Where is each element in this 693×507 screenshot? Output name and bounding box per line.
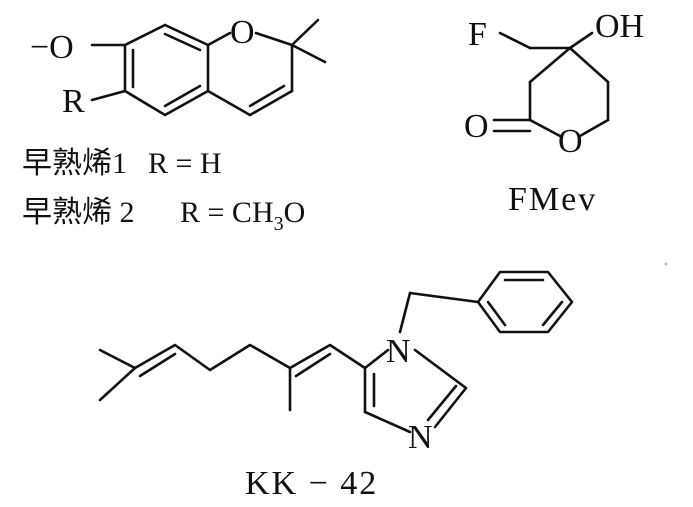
kk42-c2-n3-double	[426, 384, 458, 422]
precocene-2-name: 早熟烯 2	[22, 196, 135, 229]
precocene-o-c2-bond	[254, 31, 294, 47]
precocene-structure: −O O R 早熟烯1 R = H 早熟烯 2 R = CH3O	[22, 14, 327, 235]
fmev-structure: F OH O O FMev	[464, 8, 644, 218]
precocene-c3-c4-double	[248, 84, 286, 108]
fmev-c4-c3-bond	[528, 46, 572, 84]
fmev-ring-oxygen-label: O	[558, 123, 583, 160]
fmev-c4-oh-bond	[568, 31, 594, 50]
kk42-chain-double-1	[138, 352, 177, 378]
kk42-n3-c4-bond	[363, 410, 412, 434]
fmev-carbonyl-oxygen-label: O	[464, 108, 489, 145]
kk42-phenyl-double-3	[486, 300, 507, 327]
kk42-phenyl-double-2	[541, 300, 564, 327]
kk42-n1-c2-bond	[413, 348, 468, 390]
kk42-n1-label: N	[386, 333, 411, 370]
kk42-c5-n1-bond	[363, 348, 390, 370]
kk42-structure: N N KK − 42	[98, 270, 574, 502]
precocene-1-name: 早熟烯1	[22, 147, 127, 180]
fmev-c4-c5-bond	[568, 46, 610, 84]
precocene-2-formula-sub: 3	[274, 213, 284, 235]
precocene-benzene-double-2	[163, 84, 202, 108]
fmev-fluorine-label: F	[468, 16, 487, 53]
kk42-phenyl-ring	[476, 270, 574, 334]
fmev-c6-o-bond	[578, 118, 610, 138]
fmev-f-ch2-bond	[498, 31, 532, 50]
precocene-r-label: R	[62, 83, 85, 120]
kk42-ch2-phenyl-bond	[408, 291, 480, 304]
fmev-caption: FMev	[508, 181, 597, 218]
precocene-2-formula-main: R = CH	[180, 196, 274, 229]
precocene-1-formula: R = H	[148, 147, 222, 180]
precocene-benzene-ring	[123, 23, 210, 117]
fmev-o-c2-bond	[528, 118, 562, 138]
precocene-2-formula-tail: O	[284, 196, 306, 229]
kk42-n3-label: N	[408, 419, 433, 456]
kk42-n1-ch2-bond	[398, 291, 412, 334]
kk42-chain-double-2	[294, 352, 332, 378]
kk42-c2-n3-bond	[433, 386, 468, 429]
kk42-caption: KK − 42	[245, 465, 378, 502]
kk42-chain	[98, 343, 367, 372]
precocene-r-bond	[90, 89, 127, 102]
precocene-methyl-1	[290, 18, 320, 47]
precocene-methyl-2	[290, 43, 327, 64]
fmev-hydroxyl-label: OH	[595, 8, 644, 45]
precocene-c3-c4-bond	[248, 89, 294, 117]
precocene-c4-c4a-bond	[206, 89, 252, 117]
precocene-ring-oxygen-label: O	[230, 14, 255, 51]
precocene-2-formula: R = CH3O	[180, 196, 305, 235]
precocene-c8a-o-bond	[206, 31, 232, 47]
kk42-chain-methyl-1	[98, 366, 137, 402]
scan-speck	[664, 262, 668, 266]
precocene-methoxy-label: −O	[30, 29, 74, 66]
precocene-benzene-double-1	[163, 32, 202, 52]
